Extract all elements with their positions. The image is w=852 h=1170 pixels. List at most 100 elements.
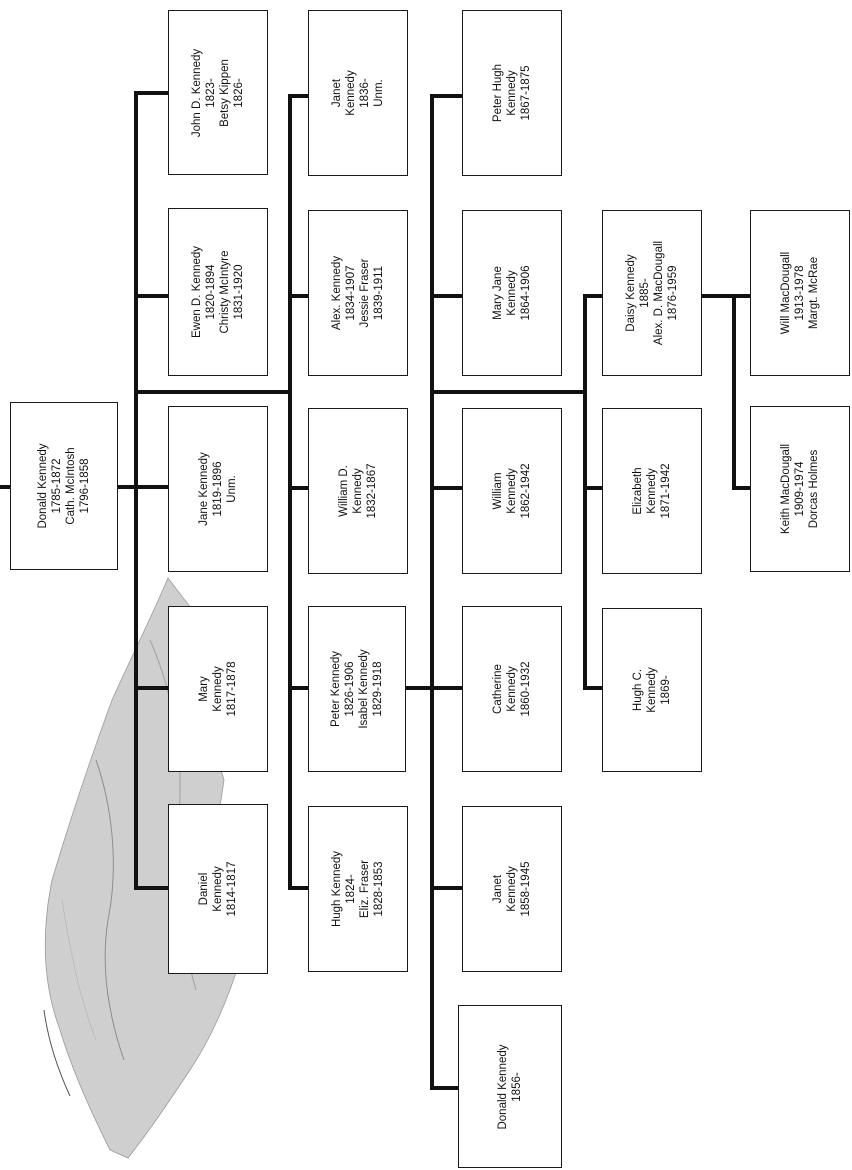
text-line: Janet xyxy=(331,78,343,108)
node-catherine-kennedy: Catherine Kennedy 1860-1932 xyxy=(462,606,562,772)
text-line: 1831-1920 xyxy=(233,264,245,320)
node-label: Janet Kennedy 1858-1945 xyxy=(491,862,533,917)
node-label: Jane Kennedy 1819-1896 Unm. xyxy=(197,452,239,526)
node-alex-kennedy: Alex. Kennedy 1834-1907 Jessie Fraser 18… xyxy=(308,210,408,376)
node-label: Janet Kennedy 1836- Unm. xyxy=(330,70,386,115)
text-line: Jane Kennedy xyxy=(198,452,210,526)
text-line: 1817-1878 xyxy=(226,661,238,717)
node-hugh-c-kennedy: Hugh C. Kennedy 1869- xyxy=(602,608,702,772)
node-janet-kennedy-1858: Janet Kennedy 1858-1945 xyxy=(462,806,562,972)
node-label: Ewen D. Kennedy 1820-1894 Christy McInty… xyxy=(190,246,246,338)
text-line: Hugh Kennedy xyxy=(331,850,343,928)
text-line: Daniel xyxy=(198,872,210,906)
text-line: 1823- xyxy=(205,77,217,108)
node-label: John D. Kennedy 1823- Betsy Kippen 1826- xyxy=(190,48,246,136)
text-line: Keith MacDougall xyxy=(780,443,792,535)
node-janet-kennedy-1836: Janet Kennedy 1836- Unm. xyxy=(308,10,408,176)
node-daisy-kennedy: Daisy Kennedy 1885- Alex. D. MacDougall … xyxy=(602,210,702,376)
node-donald-kennedy-1856: Donald Kennedy 1856- xyxy=(458,1005,562,1168)
text-line: 1826- xyxy=(233,77,245,108)
node-label: Daisy Kennedy 1885- Alex. D. MacDougall … xyxy=(624,241,680,345)
node-william-kennedy: William Kennedy 1862-1942 xyxy=(462,408,562,574)
node-keith-macdougall: Keith MacDougall 1909-1974 Dorcas Holmes xyxy=(750,406,850,572)
connector-lines xyxy=(0,91,752,1090)
text-line: 1867-1875 xyxy=(520,65,532,121)
text-line: Will MacDougall xyxy=(780,251,792,335)
text-line: Daisy Kennedy xyxy=(625,254,637,332)
node-label: Daniel Kennedy 1814-1817 xyxy=(197,862,239,917)
text-line: 1829-1918 xyxy=(372,661,384,717)
text-line: Mary xyxy=(198,676,210,702)
text-line: Kennedy xyxy=(506,468,518,514)
node-hugh-kennedy: Hugh Kennedy 1824- Eliz. Fraser 1828-185… xyxy=(308,806,408,972)
text-line: 1885- xyxy=(639,278,651,308)
text-line: 1834-1907 xyxy=(345,265,357,321)
text-line: 1836- xyxy=(359,78,371,108)
text-line: Mary Jane xyxy=(492,266,504,320)
node-label: Peter Hugh Kennedy 1867-1875 xyxy=(491,64,533,122)
text-line: 1864-1906 xyxy=(520,265,532,321)
text-line: John D. Kennedy xyxy=(191,48,203,137)
text-line: 1856- xyxy=(511,1071,523,1102)
text-line: Janet xyxy=(492,874,504,904)
node-label: Hugh C. Kennedy 1869- xyxy=(631,667,673,712)
node-label: Mary Kennedy 1817-1878 xyxy=(197,662,239,717)
node-jane-kennedy: Jane Kennedy 1819-1896 Unm. xyxy=(168,406,268,572)
text-line: Kennedy xyxy=(352,468,364,514)
text-line: Kennedy xyxy=(212,866,224,912)
text-line: Kennedy xyxy=(646,667,658,713)
text-line: Kennedy xyxy=(345,70,357,116)
text-line: Unm. xyxy=(226,475,238,503)
text-line: Unm. xyxy=(373,79,385,107)
text-line: 1858-1945 xyxy=(520,861,532,917)
text-line: Eliz. Fraser xyxy=(359,859,371,919)
text-line: 1828-1853 xyxy=(373,861,385,917)
node-label: Mary Jane Kennedy 1864-1906 xyxy=(491,266,533,321)
node-label: Keith MacDougall 1909-1974 Dorcas Holmes xyxy=(779,444,821,534)
text-line: 1826-1906 xyxy=(344,661,356,717)
text-line: Donald Kennedy xyxy=(37,443,49,529)
node-william-d-kennedy: William D. Kennedy 1832-1867 xyxy=(308,408,408,574)
node-will-macdougall: Will MacDougall 1913-1978 Margt. McRae xyxy=(750,210,850,376)
text-line: Hugh C. xyxy=(632,668,644,712)
node-label: Elizabeth Kennedy 1871-1942 xyxy=(631,464,673,519)
text-line: Isabel Kennedy xyxy=(358,649,370,729)
node-label: Hugh Kennedy 1824- Eliz. Fraser 1828-185… xyxy=(330,851,386,927)
node-elizabeth-kennedy: Elizabeth Kennedy 1871-1942 xyxy=(602,408,702,574)
text-line: Elizabeth xyxy=(632,467,644,515)
text-line: Dorcas Holmes xyxy=(808,449,820,529)
node-label: Catherine Kennedy 1860-1932 xyxy=(491,662,533,717)
text-line: Alex. Kennedy xyxy=(331,255,343,331)
text-line: 1862-1942 xyxy=(520,463,532,519)
text-line: William D. xyxy=(338,465,350,517)
node-peter-hugh-kennedy: Peter Hugh Kennedy 1867-1875 xyxy=(462,10,562,176)
node-mary-kennedy: Mary Kennedy 1817-1878 xyxy=(168,606,268,772)
text-line: 1820-1894 xyxy=(205,264,217,320)
node-john-d-kennedy: John D. Kennedy 1823- Betsy Kippen 1826- xyxy=(168,10,268,175)
node-root: Donald Kennedy 1785-1872 Cath. McIntosh … xyxy=(10,402,118,570)
text-line: Catherine xyxy=(492,664,504,714)
text-line: 1839-1911 xyxy=(373,265,385,321)
text-line: Kennedy xyxy=(212,666,224,712)
node-daniel-kennedy: Daniel Kennedy 1814-1817 xyxy=(168,804,268,974)
text-line: 1909-1974 xyxy=(794,461,806,517)
text-line: 1796-1858 xyxy=(79,458,91,514)
node-root-label: Donald Kennedy 1785-1872 Cath. McIntosh … xyxy=(36,443,92,528)
node-label: Donald Kennedy 1856- xyxy=(496,1044,524,1129)
text-line: Kennedy xyxy=(506,666,518,712)
text-line: Christy McIntyre xyxy=(219,250,231,334)
text-line: 1871-1942 xyxy=(660,463,672,519)
text-line: 1869- xyxy=(660,675,672,705)
node-mary-jane-kennedy: Mary Jane Kennedy 1864-1906 xyxy=(462,210,562,376)
text-line: Margt. McRae xyxy=(808,256,820,330)
text-line: 1814-1817 xyxy=(226,861,238,917)
text-line: 1824- xyxy=(345,874,357,904)
text-line: Peter Hugh xyxy=(492,63,504,123)
text-line: Jessie Fraser xyxy=(359,258,371,328)
text-line: Ewen D. Kennedy xyxy=(191,245,203,339)
node-label: Alex. Kennedy 1834-1907 Jessie Fraser 18… xyxy=(330,256,386,330)
text-line: Kennedy xyxy=(506,866,518,912)
text-line: 1860-1932 xyxy=(520,661,532,717)
node-peter-kennedy: Peter Kennedy 1826-1906 Isabel Kennedy 1… xyxy=(308,606,406,772)
node-label: William D. Kennedy 1832-1867 xyxy=(337,464,379,519)
